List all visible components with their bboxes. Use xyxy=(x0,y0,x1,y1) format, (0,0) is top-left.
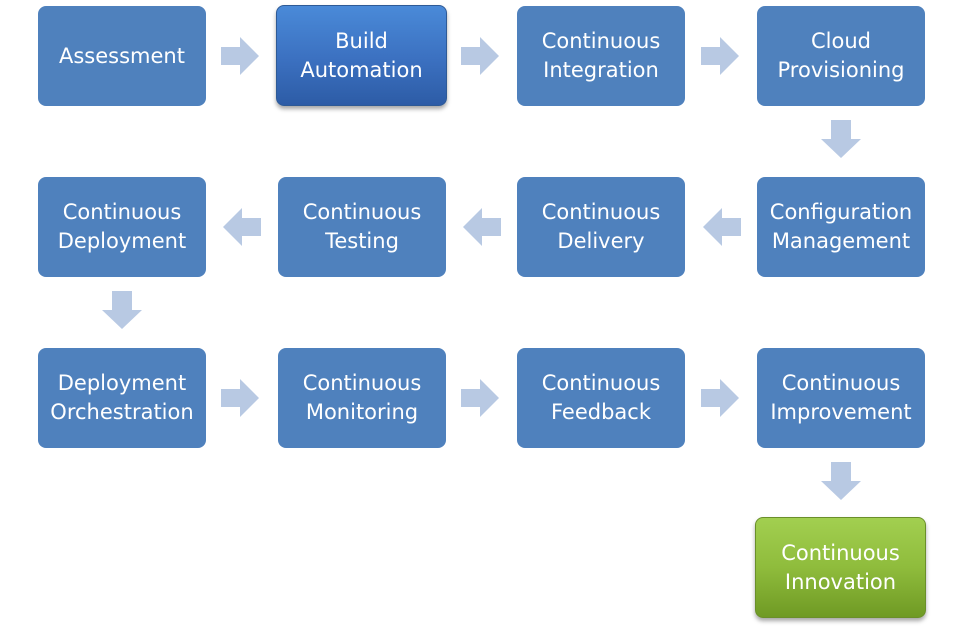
step-label: Monitoring xyxy=(305,400,419,424)
step-deployment-orchestration: Deployment Orchestration xyxy=(38,348,206,448)
step-label: Cloud xyxy=(810,29,871,53)
step-label: Provisioning xyxy=(777,58,905,82)
arrow-right-icon xyxy=(221,379,259,417)
arrow-left-icon xyxy=(223,208,261,246)
step-label: Integration xyxy=(543,58,659,82)
arrow-down-icon xyxy=(821,462,861,500)
step-continuous-improvement: Continuous Improvement xyxy=(757,348,925,448)
step-label: Continuous xyxy=(781,371,901,395)
step-label: Continuous xyxy=(62,200,182,224)
arrow-down-icon xyxy=(821,120,861,158)
step-assessment: Assessment xyxy=(38,6,206,106)
step-continuous-delivery: Continuous Delivery xyxy=(517,177,685,277)
step-continuous-innovation: Continuous Innovation xyxy=(755,517,926,618)
step-label: Continuous xyxy=(541,29,661,53)
step-label: Orchestration xyxy=(50,400,194,424)
step-build-automation: Build Automation xyxy=(276,5,447,106)
step-label: Continuous xyxy=(541,371,661,395)
step-label: Configuration xyxy=(769,200,913,224)
arrow-down-icon xyxy=(102,291,142,329)
step-label: Deployment xyxy=(57,229,187,253)
arrow-right-icon xyxy=(461,37,499,75)
step-continuous-integration: Continuous Integration xyxy=(517,6,685,106)
step-label: Improvement xyxy=(770,400,912,424)
step-label: Delivery xyxy=(557,229,645,253)
arrow-right-icon xyxy=(221,37,259,75)
step-label: Continuous xyxy=(541,200,661,224)
step-continuous-monitoring: Continuous Monitoring xyxy=(278,348,446,448)
step-label: Feedback xyxy=(550,400,651,424)
arrow-right-icon xyxy=(701,379,739,417)
step-continuous-testing: Continuous Testing xyxy=(278,177,446,277)
step-label: Testing xyxy=(325,229,399,253)
step-label: Innovation xyxy=(784,569,897,594)
step-label: Automation xyxy=(300,57,423,82)
step-continuous-feedback: Continuous Feedback xyxy=(517,348,685,448)
step-label: Continuous xyxy=(302,371,422,395)
arrow-left-icon xyxy=(703,208,741,246)
step-cloud-provisioning: Cloud Provisioning xyxy=(757,6,925,106)
step-label: Continuous xyxy=(781,540,900,565)
step-continuous-deployment: Continuous Deployment xyxy=(38,177,206,277)
step-label: Deployment xyxy=(57,371,187,395)
step-label: Management xyxy=(771,229,911,253)
step-configuration-management: Configuration Management xyxy=(757,177,925,277)
arrow-right-icon xyxy=(461,379,499,417)
step-label: Build xyxy=(335,28,388,53)
arrow-left-icon xyxy=(463,208,501,246)
step-label: Continuous xyxy=(302,200,422,224)
arrow-right-icon xyxy=(701,37,739,75)
step-label: Assessment xyxy=(59,43,185,68)
